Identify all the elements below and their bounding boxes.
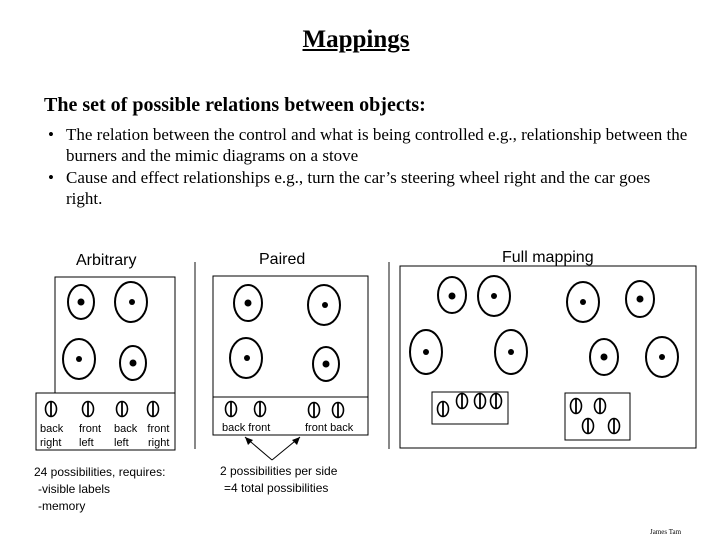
control-panel-full-right (564, 392, 631, 441)
control-panel-arbitrary (35, 392, 176, 451)
burner (312, 346, 340, 382)
stovetop-arbitrary (54, 276, 176, 394)
slide-title: Mappings (302, 26, 410, 53)
knob-icon (581, 417, 595, 435)
burner (645, 336, 679, 378)
knob-icon (253, 400, 267, 418)
bullet-item: The relation between the control and wha… (48, 124, 688, 166)
burner (589, 338, 619, 376)
burner (477, 275, 511, 317)
knob-icon (436, 400, 450, 418)
knob-label: front back (305, 422, 354, 434)
knob-icon (593, 397, 607, 415)
bullet-item: Cause and effect relationships e.g., tur… (48, 167, 688, 209)
knob-icon (607, 417, 621, 435)
burners-arbitrary (62, 281, 148, 381)
knob-icon (224, 400, 238, 418)
panel-label-paired: Paired (259, 251, 306, 268)
burners-full (409, 275, 679, 378)
knob-icon (44, 400, 58, 418)
panel-label-full-mapping: Full mapping (502, 249, 594, 266)
control-panel-paired (212, 396, 369, 436)
stovetop-full (399, 265, 697, 449)
burner (62, 338, 96, 380)
knob-icon (307, 401, 321, 419)
bullet-list: The relation between the control and wha… (48, 124, 688, 210)
burner (233, 284, 263, 322)
knob-icon (455, 392, 469, 410)
burner (437, 276, 467, 314)
section-heading: The set of possible relations between ob… (44, 94, 426, 116)
arrow-heads (245, 437, 300, 445)
burner (566, 281, 600, 323)
knob-icon (81, 400, 95, 418)
control-panel-full-left (431, 391, 509, 425)
burner-dots-full (423, 292, 665, 361)
knob-icon (331, 401, 345, 419)
knob-icon (473, 392, 487, 410)
burner (119, 345, 147, 381)
burner (67, 284, 95, 320)
author-credit: James Tam (650, 528, 682, 536)
pairing-arrows (244, 436, 301, 461)
knob-icon (146, 400, 160, 418)
knob-label: back front (222, 422, 271, 434)
paired-note: 2 possibilities per side =4 total possib… (220, 464, 338, 495)
knob-icon (115, 400, 129, 418)
burner (625, 280, 655, 318)
burner (307, 284, 341, 326)
burner (409, 329, 443, 375)
burner-dots-paired (244, 299, 330, 368)
knob-icon (569, 397, 583, 415)
burner-dots-arbitrary (76, 298, 137, 367)
burner (494, 329, 528, 375)
knob-icon (489, 392, 503, 410)
panel-label-arbitrary: Arbitrary (76, 252, 137, 269)
burner (114, 281, 148, 323)
burner (229, 337, 263, 379)
burners-paired (229, 284, 341, 382)
arbitrary-note: 24 possibilities, requires: -visible lab… (34, 465, 166, 513)
